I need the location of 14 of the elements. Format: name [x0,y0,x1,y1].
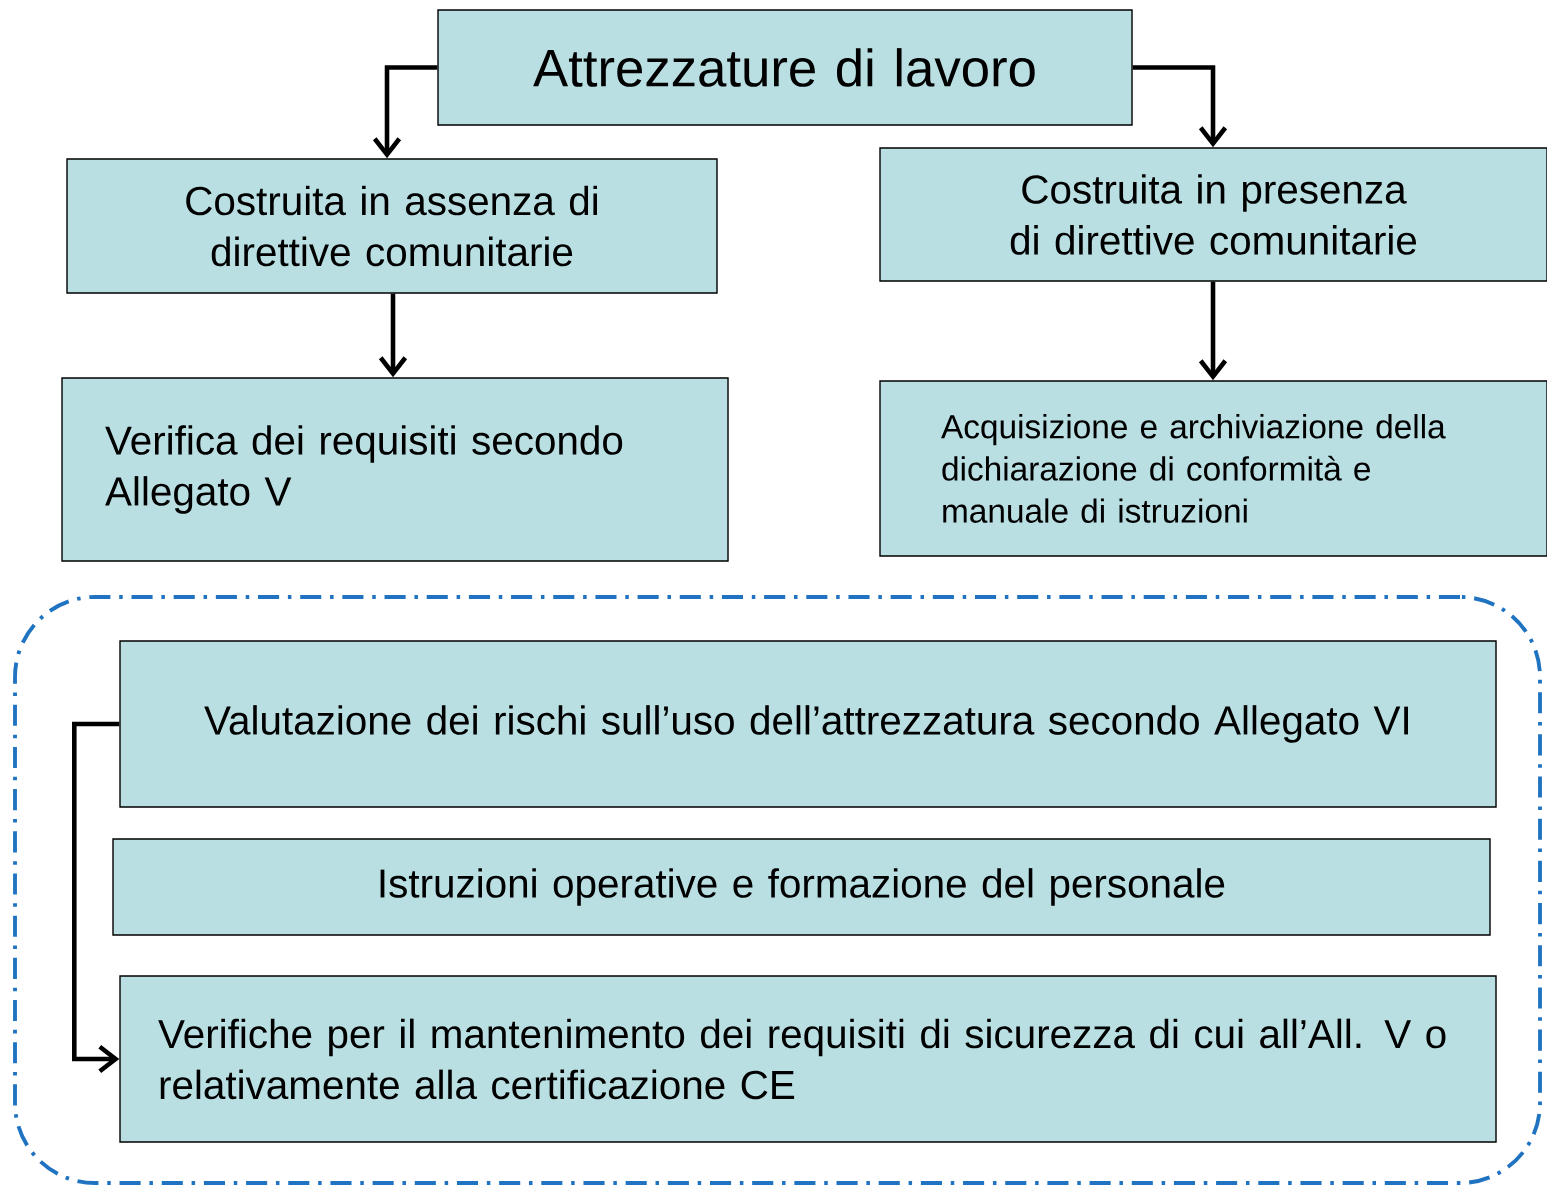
arrow [1132,65,1228,148]
arrow [372,65,438,159]
category-box: Costruita in assenza di direttive comunitarie [66,158,718,294]
process-box: Acquisizione e archiviazione della dichiarazione di conformità e manuale di istruzioni [879,380,1547,557]
title-box: Attrezzature di lavoro [437,9,1133,126]
arrow [72,721,120,1074]
arrow [378,293,408,378]
arrow [1198,281,1228,381]
process-box: Valutazione dei rischi sull’uso dell’attrezzatura secondo Allegato VI [119,640,1497,808]
process-box: Istruzioni operative e formazione del personale [112,838,1491,936]
dashed-region [13,595,1542,1185]
process-box: Verifiche per il mantenimento dei requisiti di sicurezza di cui all’All. V o relativamente alla certificazione CE [119,975,1497,1143]
category-box: Costruita in presenza di direttive comunitarie [879,147,1547,282]
process-box: Verifica dei requisiti secondo Allegato V [61,377,729,562]
